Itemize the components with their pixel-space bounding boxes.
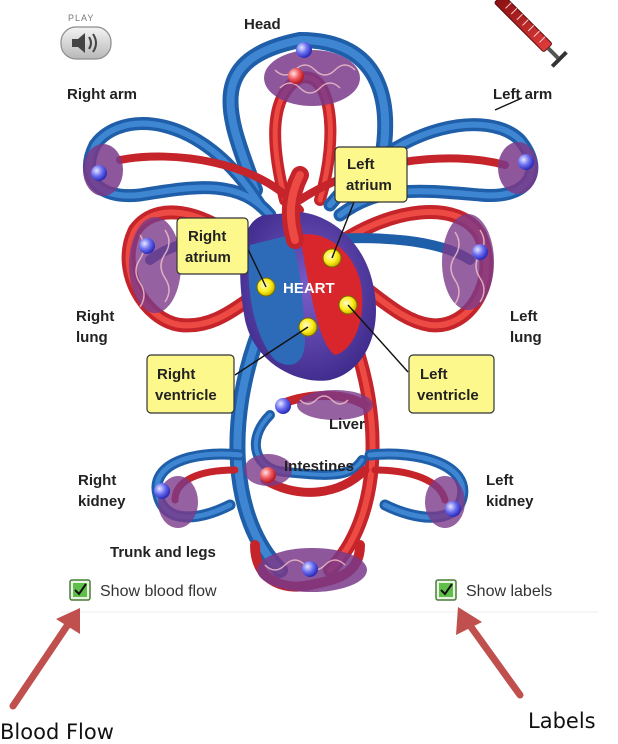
blood-cell-right-lung [139,238,155,254]
play-sound-button[interactable]: PLAY [61,13,111,59]
label-trunk-legs: Trunk and legs [110,544,216,561]
annotation-labels: Labels [528,709,596,733]
show-labels-toggle[interactable]: Show labels [436,580,552,600]
blood-cell-liver [275,398,291,414]
right-ventricle-line2: ventricle [155,387,217,404]
label-left-ventricle: Left ventricle [409,355,494,413]
annotation-arrow-blood-flow [13,608,80,706]
label-intestines: Intestines [284,458,354,475]
blood-cell-left-arm [518,154,534,170]
blood-cell-head-red [288,68,304,84]
label-left-arm: Left arm [493,86,552,103]
show-blood-flow-label[interactable]: Show blood flow [100,583,217,600]
show-labels-checkbox[interactable] [436,580,456,600]
show-labels-label[interactable]: Show labels [466,583,552,600]
blood-cell-intestines [260,467,276,483]
blood-cell-left-kidney [445,501,461,517]
label-left-lung-2: lung [510,329,542,346]
left-atrium-line2: atrium [346,177,392,194]
label-right-lung-1: Right [76,308,114,325]
label-right-kidney-1: Right [78,472,116,489]
label-left-kidney-2: kidney [486,493,534,510]
annotation-arrow-labels [456,607,520,695]
left-atrium-line1: Left [347,156,375,173]
show-blood-flow-checkbox[interactable] [70,580,90,600]
label-right-arm: Right arm [67,86,137,103]
right-atrium-line1: Right [188,228,226,245]
label-right-ventricle: Right ventricle [147,355,234,413]
blood-cell-right-kidney [154,483,170,499]
play-label: PLAY [68,13,94,23]
right-atrium-line2: atrium [185,249,231,266]
label-left-atrium: Left atrium [335,147,407,202]
annotation-blood-flow: Blood Flow [0,720,114,744]
left-ventricle-line1: Left [420,366,448,383]
heart-label: HEART [283,280,335,297]
syringe-icon[interactable] [470,0,568,68]
right-ventricle-line1: Right [157,366,195,383]
label-liver: Liver [329,416,365,433]
show-blood-flow-toggle[interactable]: Show blood flow [70,580,217,600]
label-left-lung-1: Left [510,308,538,325]
blood-cell-trunk-legs [302,561,318,577]
left-ventricle-line2: ventricle [417,387,479,404]
label-right-kidney-2: kidney [78,493,126,510]
label-right-lung-2: lung [76,329,108,346]
label-right-atrium: Right atrium [177,218,248,274]
label-left-kidney-1: Left [486,472,514,489]
label-head: Head [244,16,281,33]
blood-cell-right-arm [91,165,107,181]
blood-cell-left-lung [472,244,488,260]
blood-cell-head-blue [296,42,312,58]
